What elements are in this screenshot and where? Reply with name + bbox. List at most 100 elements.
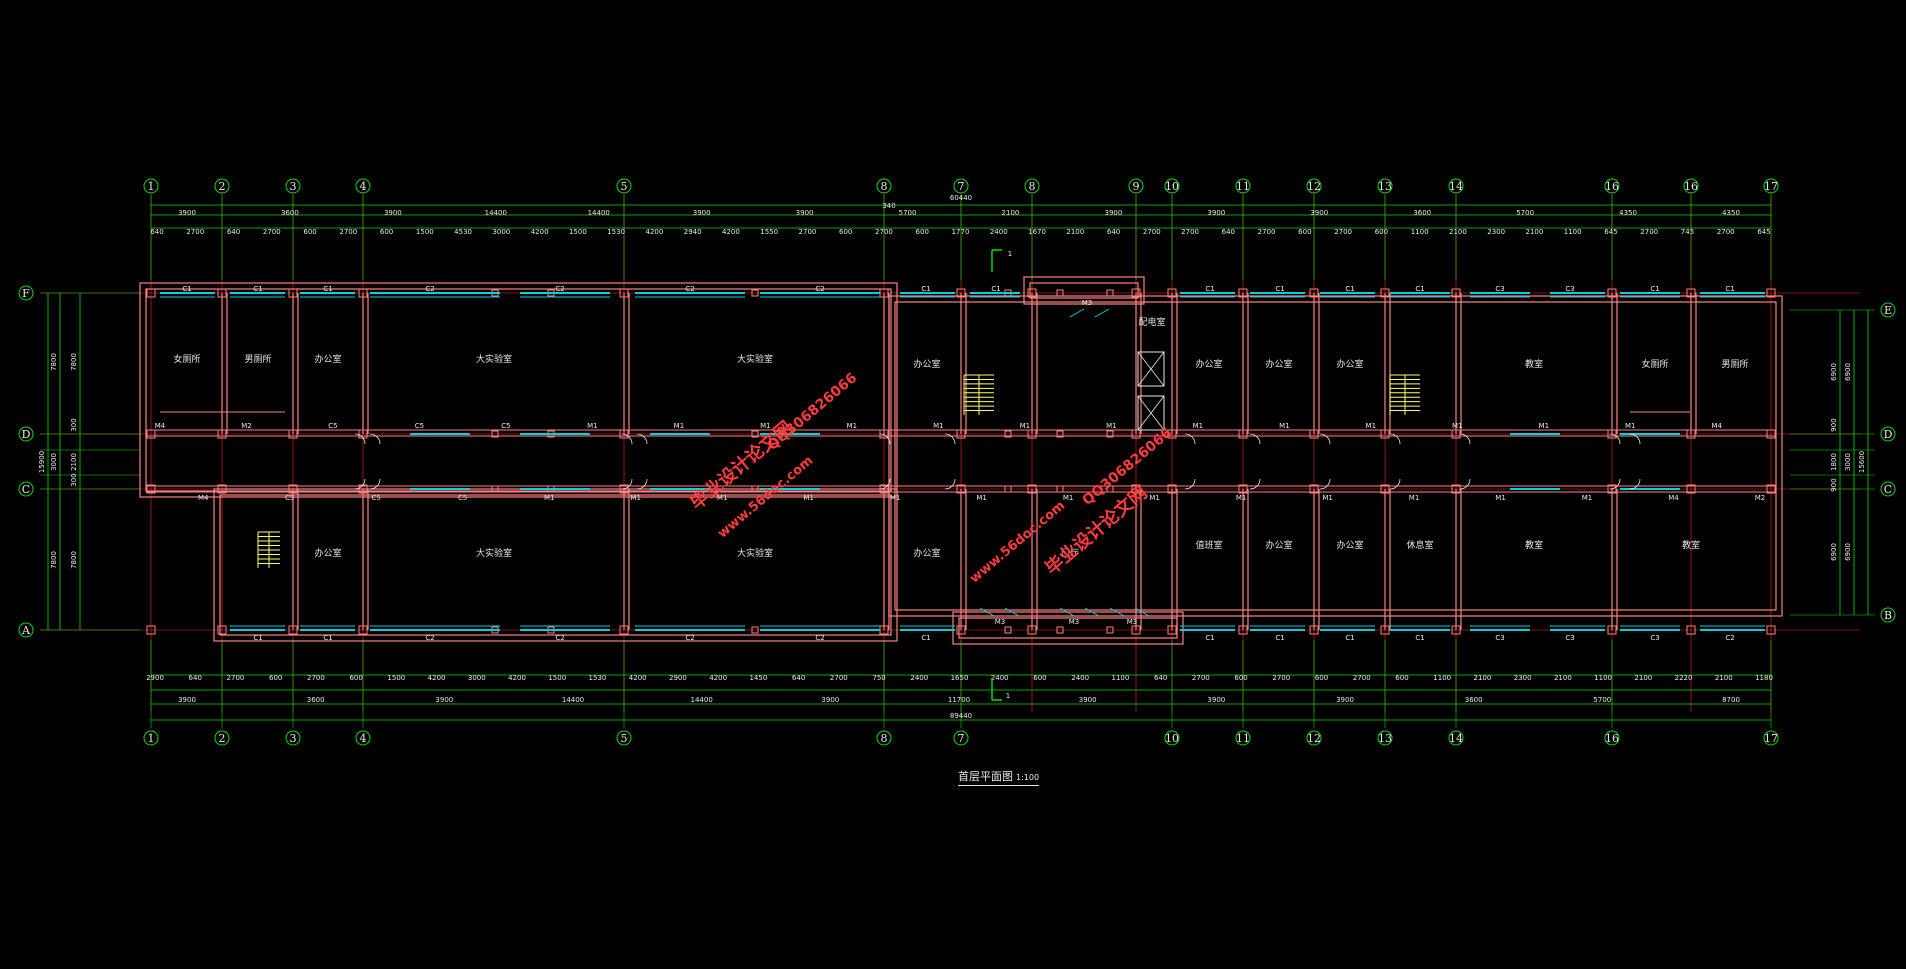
structural-column <box>1309 288 1319 298</box>
structural-column <box>358 288 368 298</box>
structural-column <box>1238 288 1248 298</box>
room-label: 休息室 <box>1406 539 1433 551</box>
structural-column <box>1106 485 1114 493</box>
axis-bubble-top <box>1164 178 1180 194</box>
dimension-text-bottom-inner: 600 <box>349 674 362 682</box>
corridor-tag: M1 <box>1106 422 1117 430</box>
structural-column <box>751 430 759 438</box>
corridor-tag: M1 <box>674 422 685 430</box>
dimension-text-bottom-inner: 1100 <box>1433 674 1451 682</box>
axis-label-left: C <box>22 483 30 496</box>
dimension-text-bottom-inner: 1450 <box>749 674 767 682</box>
structural-column <box>956 288 966 298</box>
dimension-text-top-outer: 4350 <box>1722 209 1740 217</box>
dimension-text-top-outer: 5700 <box>1516 209 1534 217</box>
dimension-text-top-outer: 3900 <box>796 209 814 217</box>
corridor-tag: C5 <box>285 494 294 502</box>
dimension-text-top-inner: 640 <box>227 228 240 236</box>
axis-label-bottom: 8 <box>881 732 888 745</box>
dimension-text-bottom-inner: 2100 <box>1474 674 1492 682</box>
room-label: 办公室 <box>913 358 940 370</box>
structural-column <box>1027 484 1037 494</box>
door-swing <box>1249 433 1261 445</box>
dimension-text-top-outer: 3600 <box>1413 209 1431 217</box>
axis-bubble-top <box>1683 178 1699 194</box>
structural-column <box>619 429 629 439</box>
room-label: 男厕所 <box>1721 359 1748 370</box>
axis-bubble-right <box>1880 481 1896 497</box>
room-label: 教室 <box>1525 539 1543 551</box>
dimension-text-top-inner: 640 <box>1107 228 1120 236</box>
dimension-text-top-inner: 1550 <box>760 228 778 236</box>
window-tag-bottom: M3 <box>995 618 1006 626</box>
dimension-text-top-inner: 2100 <box>1066 228 1084 236</box>
dimension-text-top-inner: 2700 <box>1258 228 1276 236</box>
structural-column <box>1451 288 1461 298</box>
corridor-tag: M4 <box>1712 422 1723 430</box>
window-tag-bottom: C2 <box>555 634 564 642</box>
axis-bubble-left <box>18 622 34 638</box>
structural-column <box>1686 429 1696 439</box>
corridor-tag: M1 <box>1322 494 1333 502</box>
axis-bubble-top <box>1306 178 1322 194</box>
corridor-tag: M1 <box>890 494 901 502</box>
door-swing <box>621 478 633 490</box>
structural-column <box>1167 288 1177 298</box>
dimension-text-bottom-inner: 1180 <box>1755 674 1773 682</box>
dimension-text-top-inner: 1530 <box>607 228 625 236</box>
dimension-text-right: 3000 <box>1844 453 1852 471</box>
structural-column <box>1131 429 1141 439</box>
dimension-text-top-outer: 2100 <box>1002 209 1020 217</box>
dimension-text-top-inner: 3000 <box>492 228 510 236</box>
structural-column <box>1309 484 1319 494</box>
structural-column <box>1607 484 1617 494</box>
dimension-text-bottom-inner: 2700 <box>1353 674 1371 682</box>
dimension-text-right: 900 <box>1830 418 1838 431</box>
structural-column <box>217 288 227 298</box>
door-swing <box>879 478 891 490</box>
structural-column <box>1131 484 1141 494</box>
dimension-text-bottom-inner: 4200 <box>629 674 647 682</box>
window-tag-bottom: C3 <box>1495 634 1504 642</box>
door-swing <box>1184 433 1196 445</box>
door-swing <box>879 433 891 445</box>
corridor-tag: M1 <box>1539 422 1550 430</box>
axis-label-bottom: 4 <box>360 732 367 745</box>
door-leaf <box>1059 607 1075 617</box>
door-leaf <box>1094 308 1110 318</box>
structural-column <box>1004 485 1012 493</box>
dimension-text-bottom-inner: 600 <box>1315 674 1328 682</box>
corridor-tag: M2 <box>1755 494 1766 502</box>
corridor-tag: M1 <box>1452 422 1463 430</box>
dimension-text-top-inner: 4530 <box>454 228 472 236</box>
dimension-text-top-outer: 3900 <box>1104 209 1122 217</box>
structural-column <box>217 484 227 494</box>
structural-column <box>1056 430 1064 438</box>
room-label: 办公室 <box>1265 358 1292 370</box>
dimension-text-top-inner: 2400 <box>990 228 1008 236</box>
door-swing <box>1629 433 1641 445</box>
corridor-tag: M1 <box>1063 494 1074 502</box>
window-tag-bottom: C1 <box>253 634 262 642</box>
window-tag-bottom: C2 <box>815 634 824 642</box>
dimension-text-bottom-inner: 750 <box>872 674 885 682</box>
structural-column <box>288 484 298 494</box>
dimension-text-top-inner: 640 <box>150 228 163 236</box>
dimension-text-top-inner: 600 <box>380 228 393 236</box>
window-tag-top: C3 <box>1495 285 1504 293</box>
structural-column <box>1766 429 1776 439</box>
dimension-text-bottom-outer: 3900 <box>1207 696 1225 704</box>
axis-label-bottom: 14 <box>1449 732 1463 745</box>
structural-column <box>146 484 156 494</box>
corridor-tag: M1 <box>1582 494 1593 502</box>
structural-column <box>619 484 629 494</box>
dimension-text-bottom-inner: 600 <box>1395 674 1408 682</box>
wall-west-block-lower <box>213 488 898 642</box>
axis-bubble-bottom <box>616 730 632 746</box>
dimension-text-bottom-inner: 2400 <box>910 674 928 682</box>
corridor-tag: C5 <box>415 422 424 430</box>
axis-label-bottom: 12 <box>1307 732 1321 745</box>
room-label: 办公室 <box>1336 358 1363 370</box>
window-tag-bottom: C1 <box>1345 634 1354 642</box>
window-tag-top: C2 <box>555 285 564 293</box>
